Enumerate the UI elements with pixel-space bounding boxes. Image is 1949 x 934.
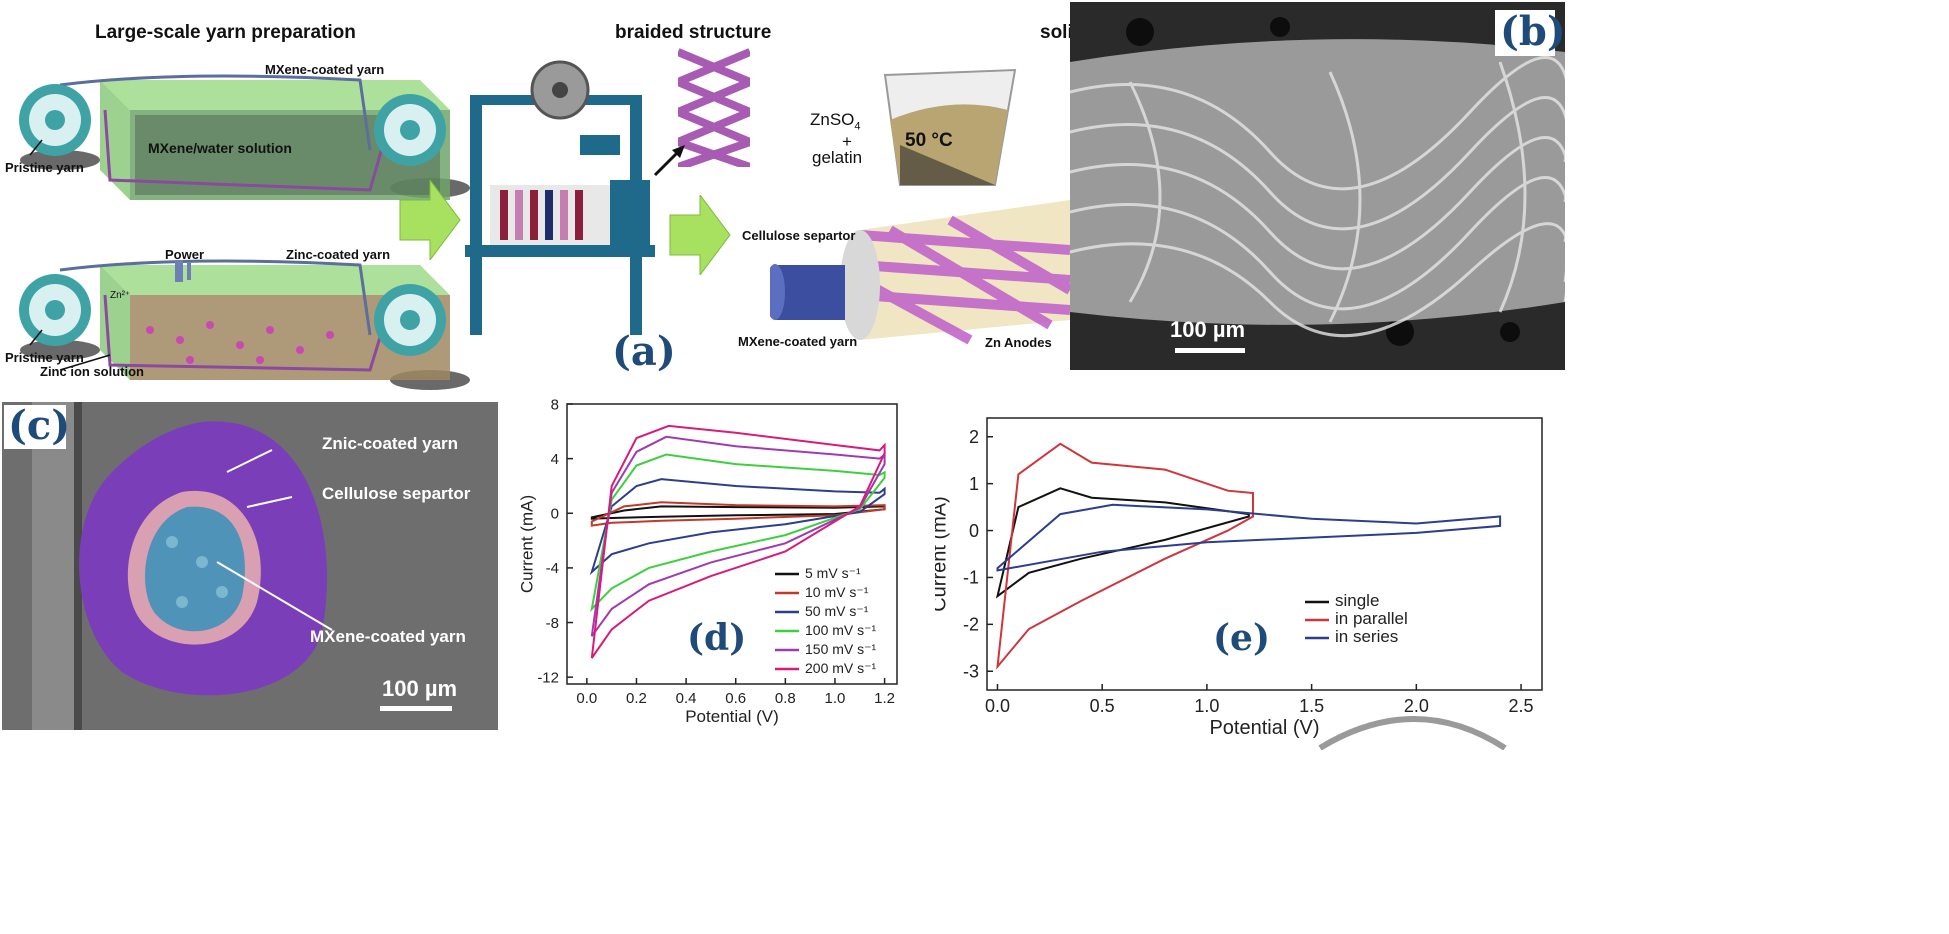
label-zinc-coated-yarn: Zinc-coated yarn	[286, 247, 391, 262]
y-tick-label: -2	[963, 615, 979, 635]
x-axis-label: Potential (V)	[1209, 717, 1319, 739]
legend-label-3: 50 mV s⁻¹	[805, 603, 869, 619]
x-tick-label: 0.4	[676, 690, 697, 707]
series-line-3	[589, 478, 886, 576]
x-tick-label: 0.6	[725, 690, 746, 707]
x-tick-label: 0.0	[985, 696, 1010, 716]
x-tick-label: 0.2	[626, 690, 647, 707]
panel-letter: (e)	[1213, 617, 1270, 659]
label-power: Power	[165, 247, 205, 262]
x-axis-label: Potential (V)	[685, 707, 779, 726]
x-tick-label: 2.5	[1509, 696, 1534, 716]
y-tick-label: 8	[551, 396, 559, 413]
panel-a: Large-scale yarn preparation braided str…	[0, 0, 1320, 390]
chart-d-cyclic-voltammetry: 0.0 0.2 0.4 0.6 0.8 1.0 1.2 -12 -8 -4 0 4 8Potential…	[518, 396, 898, 726]
label-pristine-yarn-top: Pristine yarn	[5, 160, 84, 175]
beaker-illustration	[883, 68, 1017, 186]
green-arrow-1	[399, 180, 461, 260]
label-mxene-coated-yarn-c: MXene-coated yarn	[310, 627, 466, 646]
y-tick-label: 4	[551, 451, 559, 468]
panel-c-sem-image: Znic-coated yarn Cellulose separtor MXen…	[2, 402, 498, 730]
label-cellulose-separator-c: Cellulose separtor	[322, 484, 471, 503]
series-line-3	[996, 503, 1502, 572]
plot-frame	[566, 403, 898, 685]
title-braided-structure: braided structure	[615, 22, 772, 43]
panel-letter-c: (c)	[8, 402, 71, 449]
label-zinc-ion-solution: Zinc ion solution	[40, 364, 144, 379]
label-gelatin: gelatin	[812, 148, 863, 167]
legend-label-1: single	[1335, 591, 1379, 610]
label-znso4: ZnSO4	[810, 110, 861, 133]
y-tick-label: -3	[963, 662, 979, 682]
legend-label-5: 150 mV s⁻¹	[805, 641, 877, 657]
y-tick-label: -8	[546, 615, 559, 632]
label-mxene-water-solution: MXene/water solution	[148, 140, 292, 156]
sem-braid-texture	[1070, 2, 1565, 370]
y-tick-label: 0	[969, 521, 979, 541]
legend-label-2: in parallel	[1335, 609, 1408, 628]
y-tick-label: 2	[969, 427, 979, 447]
braid-closeup-illustration	[678, 42, 750, 167]
electrode-illustration	[770, 200, 1073, 345]
x-tick-label: 0.0	[576, 690, 597, 707]
y-tick-label: -1	[963, 568, 979, 588]
y-axis-label: Current (mA)	[518, 495, 537, 593]
panel-b-sem-image: 100 µm	[1070, 2, 1565, 370]
legend-label-2: 10 mV s⁻¹	[805, 584, 869, 600]
x-tick-label: 2.0	[1404, 696, 1429, 716]
label-zn-anodes: Zn Anodes	[985, 335, 1052, 350]
label-mxene-coated-yarn-2: MXene-coated yarn	[738, 334, 858, 349]
y-tick-label: -4	[546, 560, 559, 577]
label-pristine-yarn-bottom: Pristine yarn	[5, 350, 84, 365]
series-line-2	[996, 442, 1254, 670]
scale-bar-label-c: 100 µm	[382, 676, 458, 701]
y-axis-label: Current (mA)	[935, 496, 951, 612]
scale-bar-label-b: 100 µm	[1170, 317, 1246, 342]
series-line-4	[590, 453, 886, 612]
x-tick-label: 1.0	[825, 690, 846, 707]
legend-label-4: 100 mV s⁻¹	[805, 622, 877, 638]
y-tick-label: 0	[551, 506, 559, 523]
panel-letter-b: (b)	[1500, 8, 1566, 55]
panel-letter-a: (a)	[612, 328, 676, 375]
plot-frame	[986, 417, 1543, 691]
legend-label-3: in series	[1335, 627, 1398, 646]
pointer-arrow	[653, 145, 685, 177]
label-plus: +	[842, 132, 852, 151]
label-mxene-coated-yarn: MXene-coated yarn	[265, 62, 385, 77]
y-tick-label: -12	[537, 669, 559, 686]
title-yarn-preparation: Large-scale yarn preparation	[95, 22, 356, 43]
decorative-arc	[1318, 716, 1507, 750]
label-zinc-coated-yarn-c: Znic-coated yarn	[322, 434, 459, 453]
x-tick-label: 1.2	[874, 690, 895, 707]
legend-label-1: 5 mV s⁻¹	[805, 565, 861, 581]
zinc-ion-label: Zn²⁺	[110, 290, 131, 301]
x-tick-label: 1.5	[1299, 696, 1324, 716]
panel-letter: (d)	[687, 617, 746, 659]
label-temperature: 50 °C	[905, 130, 953, 151]
x-tick-label: 0.8	[775, 690, 796, 707]
yarn-preparation-illustration	[19, 74, 470, 390]
legend-label-6: 200 mV s⁻¹	[805, 660, 877, 676]
x-tick-label: 1.0	[1194, 696, 1219, 716]
x-tick-label: 0.5	[1090, 696, 1115, 716]
label-cellulose-separator: Cellulose separtor	[742, 228, 856, 243]
y-tick-label: 1	[969, 474, 979, 494]
green-arrow-2	[669, 195, 731, 275]
sem-cross-section	[2, 402, 498, 730]
panel-letter-c-box	[4, 405, 66, 449]
series-line-6	[590, 424, 886, 659]
series-line-2	[590, 501, 886, 527]
panel-letter-b-box	[1495, 10, 1555, 56]
braiding-machine-illustration	[465, 60, 655, 335]
